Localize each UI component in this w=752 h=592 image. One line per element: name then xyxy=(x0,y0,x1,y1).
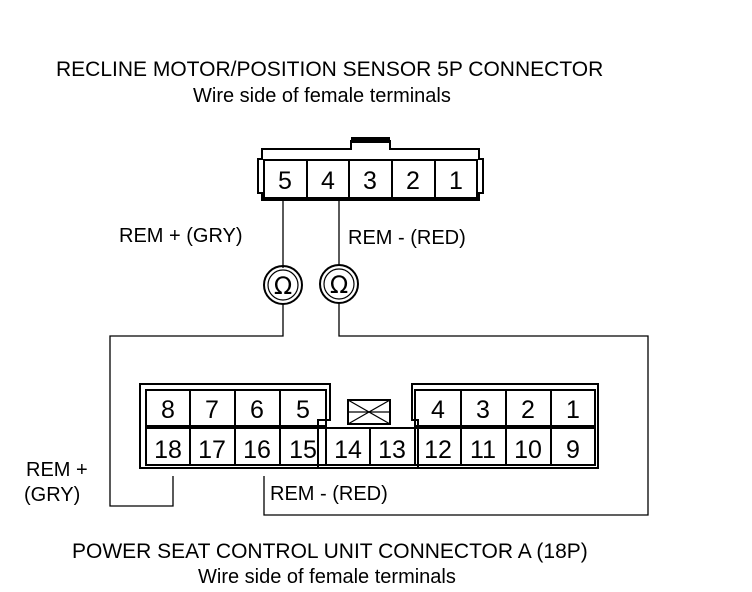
rem-plus-bottom-label-line1: REM + xyxy=(26,459,88,481)
bottom-pin-13: 13 xyxy=(378,436,406,464)
bottom-pin-15: 15 xyxy=(289,436,317,464)
top-pin-2: 2 xyxy=(406,167,420,195)
bottom-pin-7: 7 xyxy=(205,396,219,424)
bottom-connector-title: POWER SEAT CONTROL UNIT CONNECTOR A (18P… xyxy=(72,540,588,563)
top-pin-4: 4 xyxy=(321,167,335,195)
ohmmeter-icon xyxy=(263,265,303,305)
bottom-pin-8: 8 xyxy=(161,396,175,424)
bottom-connector: 8 7 6 5 4 3 2 1 18 17 16 15 14 13 12 11 … xyxy=(139,383,599,469)
bottom-connector-subtitle: Wire side of female terminals xyxy=(198,566,456,588)
top-connector-subtitle: Wire side of female terminals xyxy=(193,85,451,107)
bottom-pin-18: 18 xyxy=(154,436,182,464)
rem-plus-top-label: REM + (GRY) xyxy=(119,225,243,247)
bottom-pin-1: 1 xyxy=(566,396,580,424)
bottom-pin-14: 14 xyxy=(334,436,362,464)
bottom-pin-16: 16 xyxy=(243,436,271,464)
bottom-pin-5: 5 xyxy=(296,396,310,424)
rem-plus-bottom-label-line2: (GRY) xyxy=(24,484,80,506)
top-connector: 5 4 3 2 1 xyxy=(257,137,484,201)
ohmmeter-right: Ω xyxy=(319,264,359,304)
top-pin-5: 5 xyxy=(278,167,292,195)
ohmmeter-left: Ω xyxy=(263,265,303,305)
ohmmeter-icon xyxy=(319,264,359,304)
bottom-pin-4: 4 xyxy=(431,396,445,424)
top-pin-1: 1 xyxy=(449,167,463,195)
top-pin-3: 3 xyxy=(363,167,377,195)
bottom-pin-12: 12 xyxy=(424,436,452,464)
rem-minus-bottom-label: REM - (RED) xyxy=(270,483,388,505)
bottom-pin-17: 17 xyxy=(198,436,226,464)
bottom-pin-10: 10 xyxy=(514,436,542,464)
ohm-symbol: Ω xyxy=(274,272,292,300)
bottom-pin-6: 6 xyxy=(250,396,264,424)
probe-wire-pin18 xyxy=(109,303,284,507)
bottom-pin-2: 2 xyxy=(521,396,535,424)
top-pin-cell xyxy=(434,159,478,199)
bottom-pin-3: 3 xyxy=(476,396,490,424)
wires xyxy=(109,199,649,516)
bottom-pin-11: 11 xyxy=(470,436,496,464)
ohm-symbol: Ω xyxy=(330,271,348,299)
rem-minus-top-label: REM - (RED) xyxy=(348,227,466,249)
lock-tab xyxy=(351,137,390,143)
top-connector-title: RECLINE MOTOR/POSITION SENSOR 5P CONNECT… xyxy=(56,58,603,81)
bottom-pin-9: 9 xyxy=(566,436,580,464)
probe-wire-pin16 xyxy=(263,303,649,516)
